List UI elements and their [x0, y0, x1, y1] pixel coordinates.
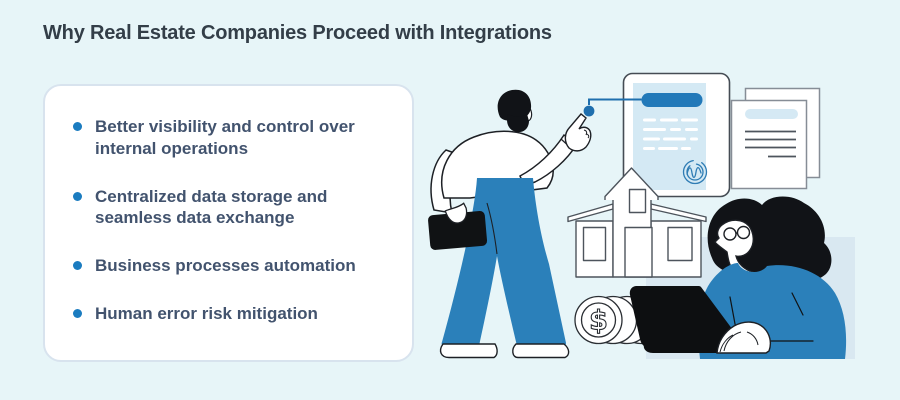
glasses-icon [723, 225, 751, 241]
bullet-icon [73, 191, 82, 201]
contract-header-pill [641, 93, 703, 107]
folder-icon [428, 202, 488, 250]
house-door [624, 226, 653, 278]
benefits-list: Better visibility and control over inter… [73, 116, 392, 325]
businessman-pointing [428, 89, 592, 359]
pointing-hand [564, 113, 592, 152]
integration-illustration: $ [428, 72, 855, 359]
list-item: Business processes automation [73, 255, 392, 277]
woman-hand [716, 321, 772, 354]
contract-document [622, 72, 731, 198]
house-attic-window [628, 188, 647, 214]
benefits-card: Better visibility and control over inter… [43, 84, 414, 362]
dollar-sign: $ [589, 306, 608, 337]
document-stack [730, 87, 821, 190]
signature-stamp-icon [682, 159, 708, 185]
page-title: Why Real Estate Companies Proceed with I… [43, 22, 552, 44]
connector-line [583, 98, 642, 117]
bullet-icon [73, 308, 82, 318]
bullet-icon [73, 261, 82, 270]
pointer-dot [583, 105, 595, 117]
list-item: Human error risk mitigation [73, 303, 392, 325]
benefit-label: Centralized data storage and seamless da… [95, 186, 328, 228]
benefit-label: Human error risk mitigation [95, 303, 318, 323]
house-icon [567, 167, 707, 278]
list-item: Better visibility and control over inter… [73, 116, 392, 160]
bullet-icon [73, 122, 82, 131]
benefit-label: Business processes automation [95, 256, 356, 275]
list-item: Centralized data storage and seamless da… [73, 186, 392, 230]
benefit-label: Better visibility and control over inter… [95, 117, 355, 158]
woman-hair [707, 196, 832, 282]
